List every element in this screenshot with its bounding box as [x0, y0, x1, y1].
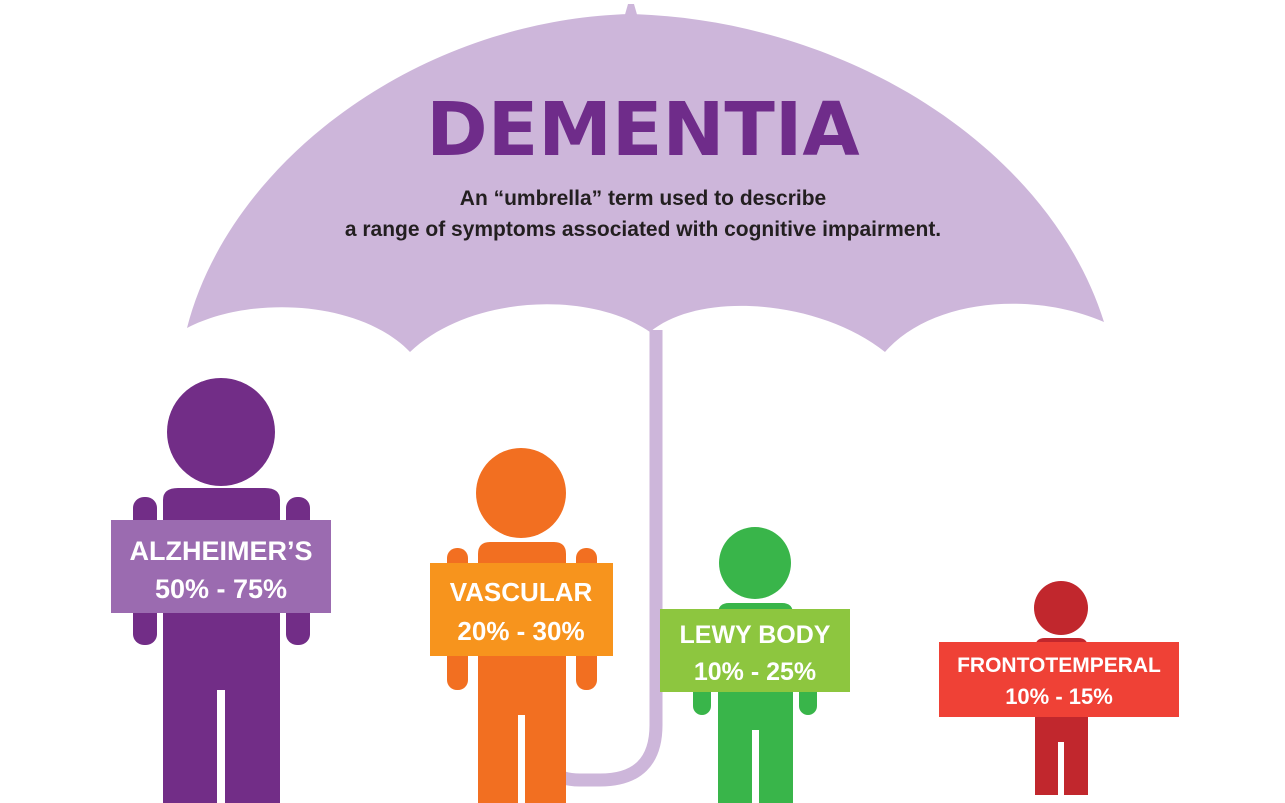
subtitle-line-1: An “umbrella” term used to describe: [460, 187, 826, 210]
person-alzheimers: ALZHEIMER’S 50% - 75%: [111, 378, 331, 803]
sign-label: FRONTOTEMPERAL: [957, 654, 1161, 677]
sign-range: 10% - 15%: [1005, 684, 1113, 709]
person-head: [1034, 581, 1088, 635]
sign-range: 50% - 75%: [155, 574, 287, 604]
subtitle-line-2: a range of symptoms associated with cogn…: [345, 218, 941, 241]
sign-range: 10% - 25%: [694, 658, 816, 686]
sign-vascular: [430, 563, 613, 656]
sign-label: LEWY BODY: [680, 621, 831, 649]
person-head: [167, 378, 275, 486]
person-head: [476, 448, 566, 538]
sign-range: 20% - 30%: [457, 616, 584, 646]
person-frontotemporal: FRONTOTEMPERAL 10% - 15%: [939, 581, 1179, 795]
person-head: [719, 527, 791, 599]
sign-alzheimers: [111, 520, 331, 613]
umbrella-canopy: [187, 14, 1104, 352]
page-title: DEMENTIA: [426, 87, 859, 173]
person-lewy-body: LEWY BODY 10% - 25%: [660, 527, 850, 803]
sign-lewy-body: [660, 609, 850, 692]
person-vascular: VASCULAR 20% - 30%: [430, 448, 613, 803]
sign-label: ALZHEIMER’S: [129, 536, 312, 566]
sign-frontotemporal: [939, 642, 1179, 717]
sign-label: VASCULAR: [450, 577, 593, 607]
